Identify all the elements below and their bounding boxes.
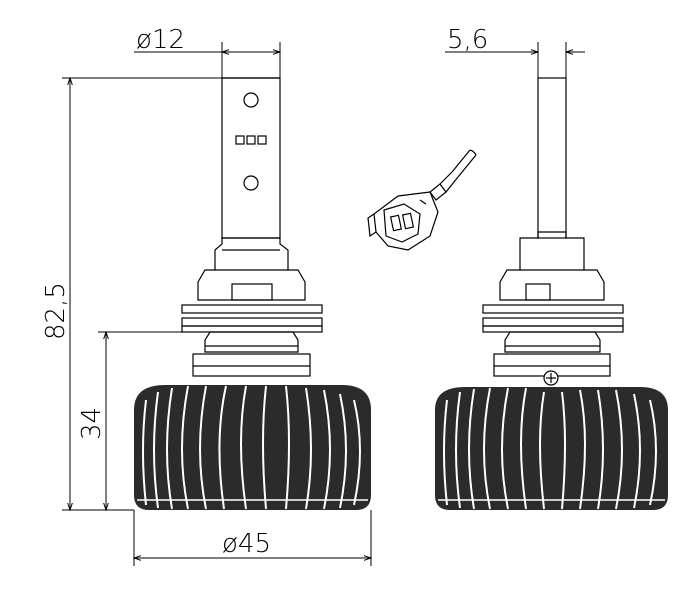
dimension-side-thickness: 5,6 [445,25,585,78]
led-board-stem [221,77,281,239]
led-chip-upper [243,92,259,108]
dimension-label-top-width: ø12 [136,25,185,55]
heatsink-side [435,387,668,510]
dimension-top-width: ø12 [134,25,280,78]
collar-ring [181,304,323,314]
dimension-label-overall-height: 82,5 [41,282,71,340]
base-flange [197,237,306,301]
heatsink-front [134,385,371,510]
led-chip-centre [235,135,267,145]
side-stem [537,77,567,239]
dimension-heatsink-diameter: ø45 [134,510,371,566]
dimension-label-side-thickness: 5,6 [447,25,488,55]
led-chip-lower [243,175,259,191]
dimension-label-heatsink-diameter: ø45 [222,529,271,559]
neck [204,331,299,353]
side-view-bulb [435,77,668,510]
dimension-label-heatsink-height: 34 [77,407,107,440]
dimension-overall-height: 82,5 [41,78,222,510]
connector-plug [367,149,477,251]
front-view-bulb [134,77,371,510]
screw-icon [543,370,559,386]
dimension-heatsink-height: 34 [77,332,182,510]
